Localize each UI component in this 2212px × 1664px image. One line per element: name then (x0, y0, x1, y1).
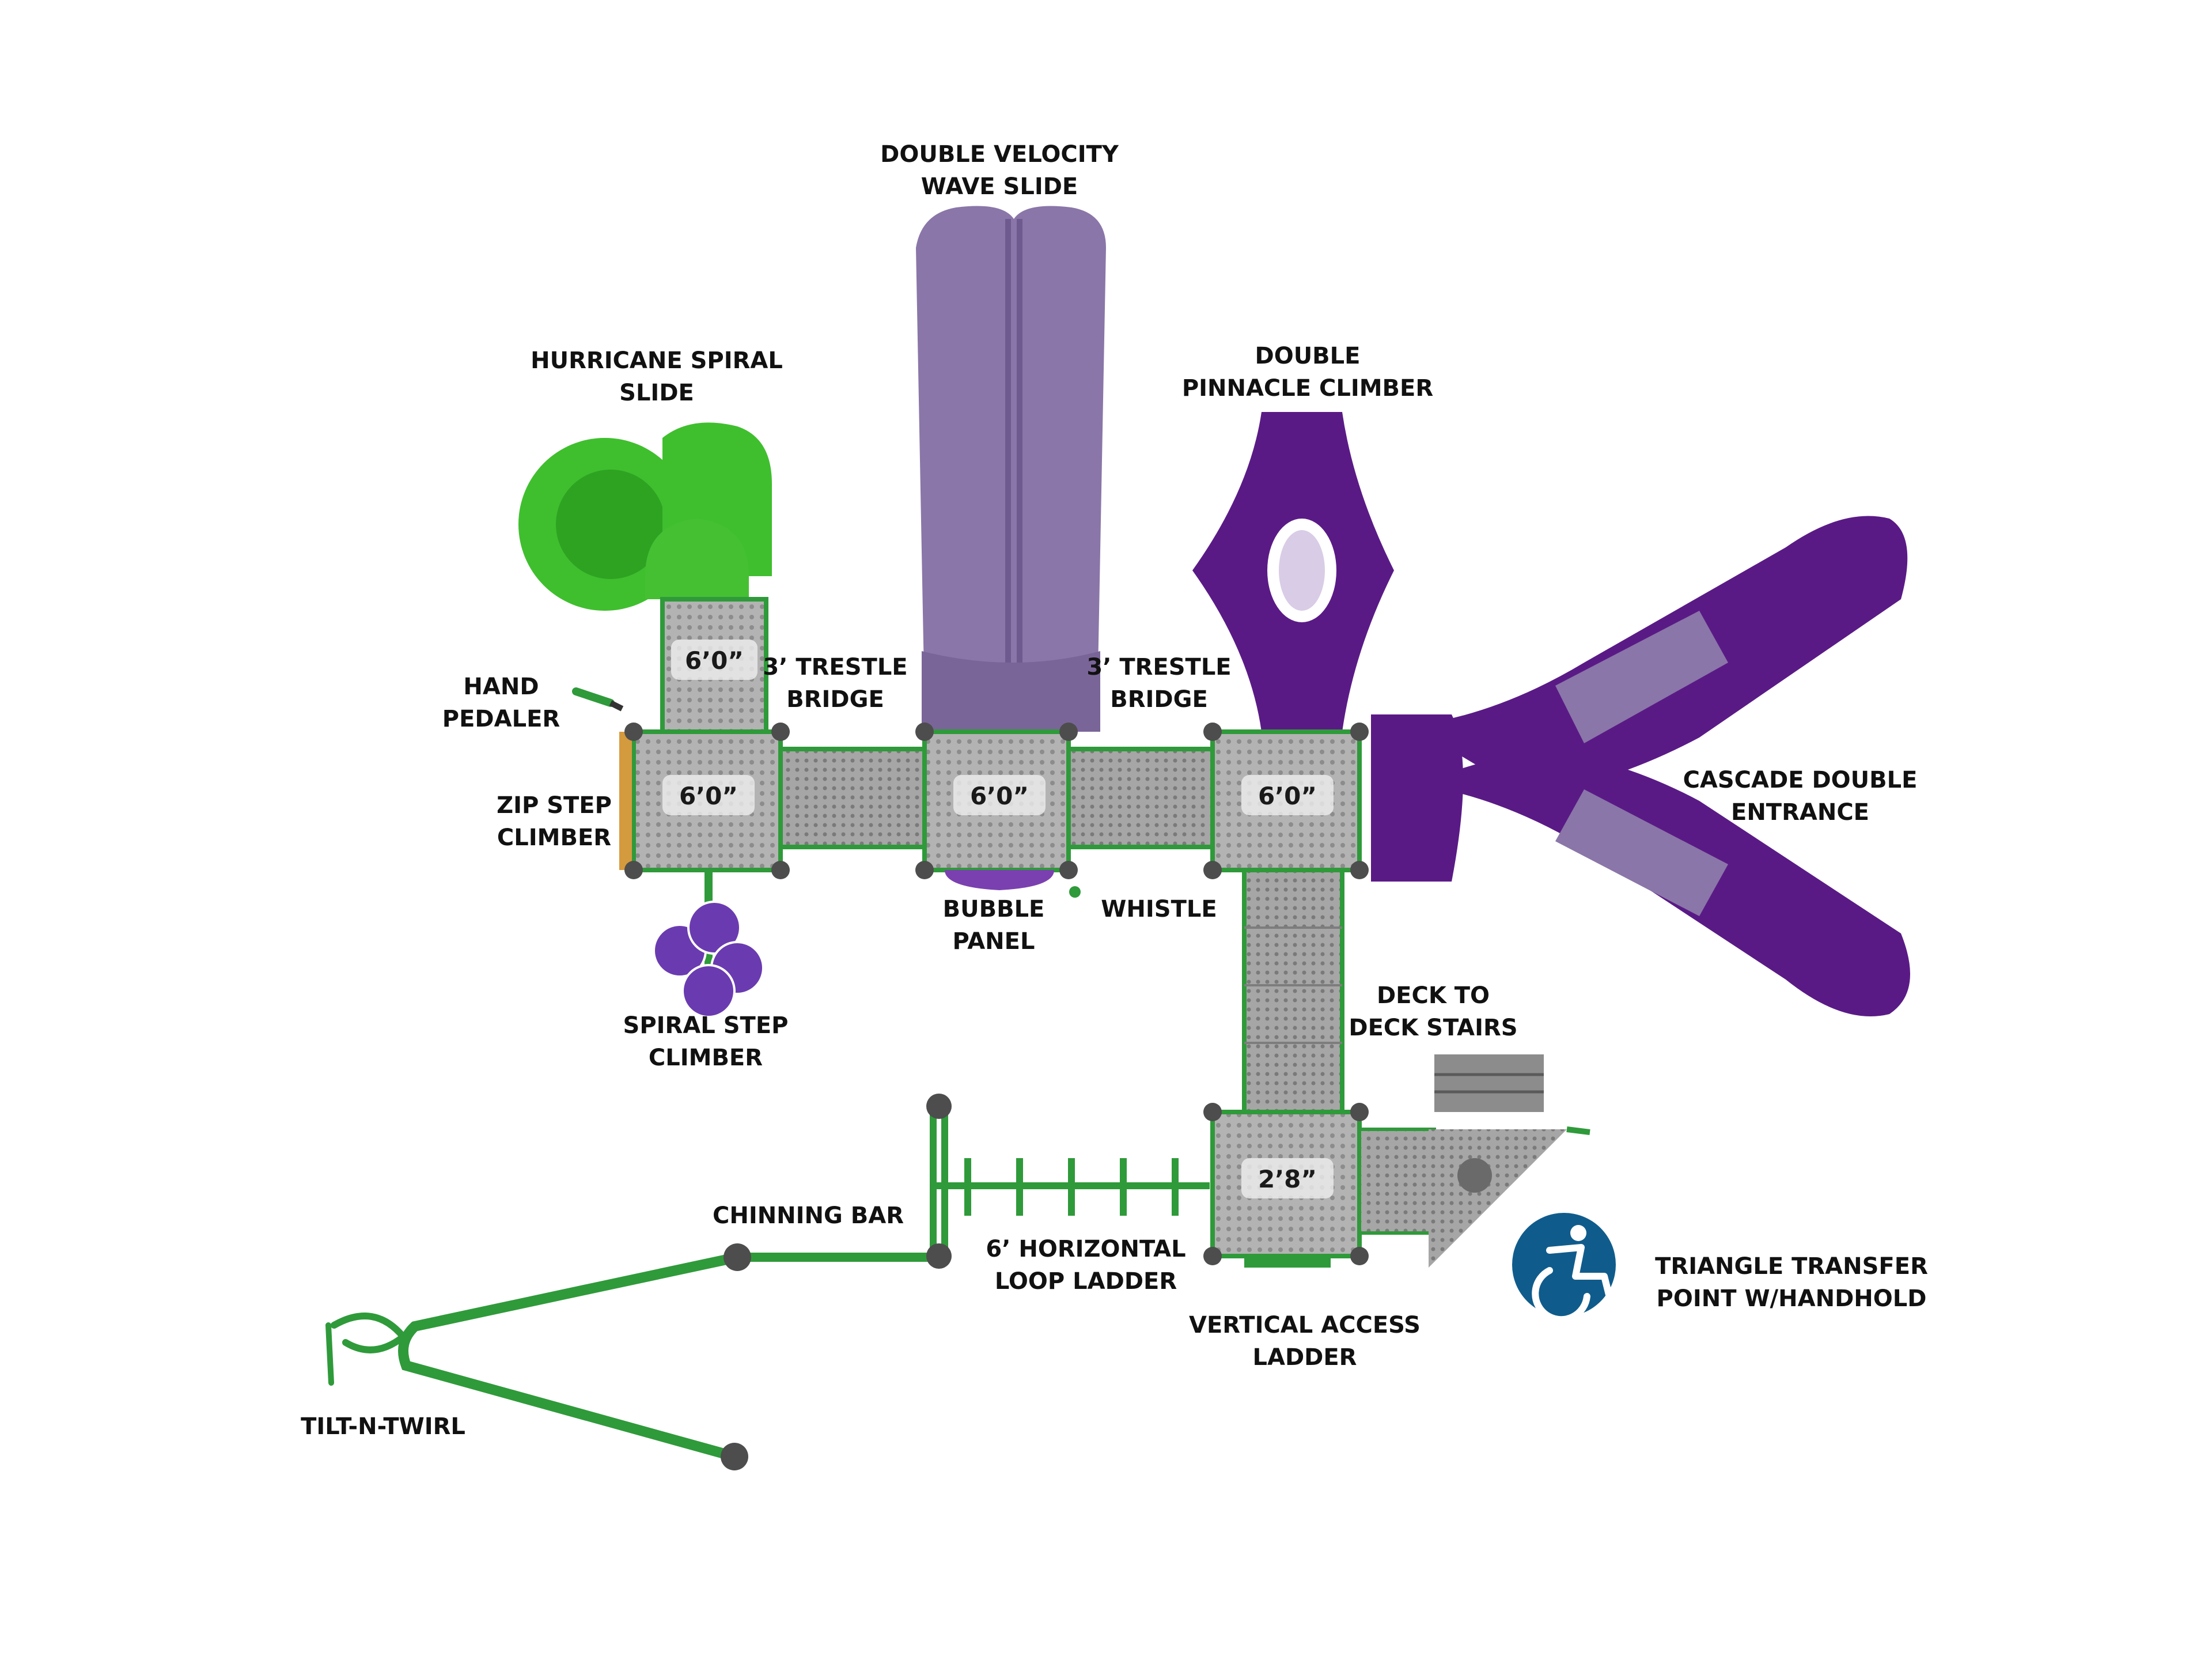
label-cascade-double-entrance: CASCADE DOUBLE ENTRANCE (1683, 764, 1918, 829)
label-line: SLIDE (619, 380, 694, 406)
deck-height-label: 6’0” (685, 646, 744, 675)
label-tilt-n-twirl: TILT-N-TWIRL (301, 1410, 465, 1443)
support-posts (624, 723, 1369, 1265)
label-line: HAND (463, 674, 539, 700)
hurricane-spiral-slide (518, 422, 772, 611)
label-spiral-step-climber: SPIRAL STEP CLIMBER (623, 1009, 789, 1074)
label-line: POINT W/HANDHOLD (1656, 1285, 1927, 1312)
label-line: 3’ TRESTLE (763, 654, 908, 680)
label-line: WAVE SLIDE (921, 173, 1078, 200)
label-vertical-access-ladder: VERTICAL ACCESS LADDER (1189, 1309, 1421, 1374)
label-line: TILT-N-TWIRL (301, 1413, 465, 1440)
lower-deck: 2’8” (1210, 1110, 1362, 1268)
label-line: DOUBLE (1255, 343, 1361, 369)
label-line: BRIDGE (1110, 686, 1208, 713)
label-line: 6’ HORIZONTAL (986, 1236, 1186, 1262)
label-zip-step-climber: ZIP STEP CLIMBER (497, 789, 612, 854)
whistle-icon (1069, 886, 1081, 898)
label-horizontal-loop-ladder: 6’ HORIZONTAL LOOP LADDER (986, 1233, 1185, 1298)
label-line: DECK STAIRS (1349, 1015, 1518, 1041)
deck-to-deck-stairs (1242, 868, 1344, 1114)
label-line: CLIMBER (497, 825, 612, 851)
label-line: PANEL (952, 928, 1035, 955)
label-line: ZIP STEP (497, 792, 612, 819)
accessibility-icon (1512, 1213, 1616, 1323)
label-line: DOUBLE VELOCITY (880, 141, 1119, 168)
label-triangle-transfer-point: TRIANGLE TRANSFER POINT W/HANDHOLD (1655, 1250, 1928, 1315)
double-velocity-wave-slide (916, 206, 1106, 732)
tilt-n-twirl-posts (721, 1243, 751, 1470)
trestle-bridges (778, 747, 1215, 849)
zip-step-climber (619, 732, 632, 870)
label-line: SPIRAL STEP (623, 1012, 789, 1039)
label-line: VERTICAL ACCESS (1189, 1312, 1421, 1338)
label-line: CLIMBER (648, 1045, 763, 1071)
triangle-transfer-point (1358, 1054, 1590, 1268)
label-line: BRIDGE (786, 686, 884, 713)
deck-height-label: 6’0” (1258, 782, 1317, 810)
label-line: 3’ TRESTLE (1086, 654, 1232, 680)
label-line: LOOP LADDER (994, 1268, 1177, 1295)
deck-height-label: 2’8” (1258, 1165, 1317, 1193)
label-line: CASCADE DOUBLE (1683, 767, 1918, 793)
horizontal-loop-ladder (930, 1106, 1210, 1256)
label-bubble-panel: BUBBLE PANEL (943, 893, 1045, 958)
label-line: LADDER (1252, 1344, 1357, 1371)
label-deck-to-deck-stairs: DECK TO DECK STAIRS (1349, 980, 1517, 1044)
label-line: WHISTLE (1101, 896, 1217, 922)
label-line: ENTRANCE (1731, 799, 1869, 826)
label-line: BUBBLE (942, 896, 1045, 922)
label-line: TRIANGLE TRANSFER (1655, 1253, 1928, 1280)
label-double-pinnacle-climber: DOUBLE PINNACLE CLIMBER (1182, 340, 1433, 404)
label-chinning-bar: CHINNING BAR (713, 1200, 904, 1232)
cascade-double-entrance (1371, 516, 1910, 1016)
label-trestle-bridge-right: 3’ TRESTLE BRIDGE (1086, 651, 1231, 716)
label-trestle-bridge-left: 3’ TRESTLE BRIDGE (763, 651, 907, 716)
ladder-posts (926, 1094, 952, 1269)
label-hand-pedaler: HAND PEDALER (442, 671, 560, 735)
label-line: PINNACLE CLIMBER (1181, 375, 1434, 402)
label-whistle: WHISTLE (1101, 893, 1217, 925)
label-hurricane-spiral-slide: HURRICANE SPIRAL SLIDE (531, 345, 783, 409)
label-line: PEDALER (442, 706, 560, 732)
double-pinnacle-climber (1192, 412, 1394, 732)
bubble-panel (945, 870, 1054, 890)
label-double-velocity-wave-slide: DOUBLE VELOCITY WAVE SLIDE (880, 138, 1119, 203)
label-line: DECK TO (1376, 982, 1490, 1009)
upper-left-deck: 6’0” (660, 597, 768, 734)
spiral-step-climber (653, 870, 764, 1018)
label-line: HURRICANE SPIRAL (531, 347, 783, 374)
deck-height-label: 6’0” (679, 782, 738, 810)
hand-pedaler (572, 687, 624, 712)
label-line: CHINNING BAR (712, 1202, 904, 1229)
deck-height-label: 6’0” (970, 782, 1029, 810)
main-decks: 6’0” 6’0” 6’0” (631, 729, 1362, 872)
